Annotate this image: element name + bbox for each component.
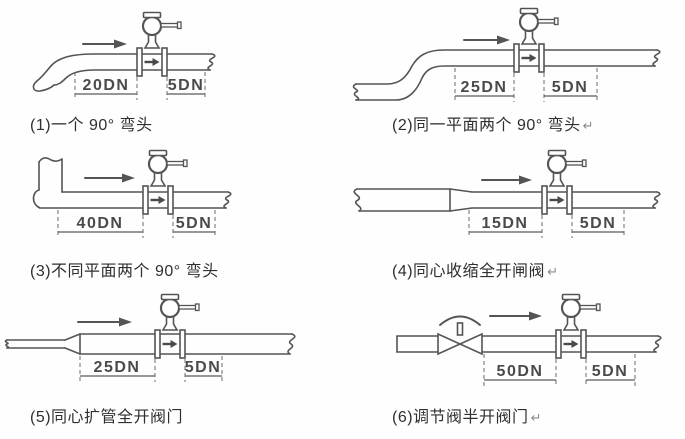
pipe-break-icon xyxy=(4,339,10,349)
return-mark: ↵ xyxy=(530,410,542,425)
dimension-lines: 50DN 5DN xyxy=(483,354,636,386)
pipe-break-icon xyxy=(223,191,232,209)
downstream-dim-label: 5DN xyxy=(185,359,222,376)
flow-direction-arrow-icon xyxy=(463,35,510,45)
panel-6-regulating-valve: 50DN 5DN (6)调节阀半开阀门↵ xyxy=(342,292,685,439)
vertical-elbow-icon xyxy=(32,157,63,209)
return-mark: ↵ xyxy=(547,264,559,279)
downstream-dim-label: 5DN xyxy=(176,215,213,232)
panel-3-two-elbows-different-plane: 40DN 5DN (3)不同平面两个 90° 弯头 xyxy=(0,146,342,292)
vortex-flowmeter-icon xyxy=(135,11,183,78)
panel-caption: (2)同一平面两个 90° 弯头↵ xyxy=(342,111,685,135)
pipe-break-icon xyxy=(287,333,296,355)
upstream-dim-label: 25DN xyxy=(461,79,508,96)
caption-text: (2)同一平面两个 90° 弯头 xyxy=(392,117,581,134)
upstream-dim-label: 25DN xyxy=(94,359,141,376)
pipe-break-icon xyxy=(207,53,216,71)
vortex-flowmeter-icon xyxy=(554,293,602,360)
panel-caption: (3)不同平面两个 90° 弯头 xyxy=(0,257,342,281)
return-mark: ↵ xyxy=(582,118,595,133)
pipe-break-icon xyxy=(352,83,360,101)
pipe-diagram-2: 25DN 5DN xyxy=(352,7,661,102)
pipe-diagram-3: 40DN 5DN xyxy=(32,149,232,238)
pipe-break-icon xyxy=(652,49,661,67)
vortex-flowmeter-icon xyxy=(512,7,560,74)
pipe-diagram-5: 25DN 5DN xyxy=(4,293,296,382)
panel-caption: (4)同心收缩全开闸阀↵ xyxy=(342,257,685,281)
dimension-lines: 25DN 5DN xyxy=(454,68,598,102)
panel-caption: (1)一个 90° 弯头 xyxy=(0,111,342,135)
downstream-dim-label: 5DN xyxy=(168,77,205,94)
vortex-flowmeter-icon xyxy=(153,293,201,360)
pipe-break-icon xyxy=(353,188,362,212)
pipe-diagram-1: 20DN 5DN xyxy=(32,11,216,100)
panel-caption: (5)同心扩管全开阀门 xyxy=(0,403,342,427)
panel-caption: (6)调节阀半开阀门↵ xyxy=(342,403,685,427)
pipe-break-icon xyxy=(652,191,661,209)
downstream-dim-label: 5DN xyxy=(580,215,617,232)
dimension-lines: 40DN 5DN xyxy=(57,210,216,238)
caption-text: (1)一个 90° 弯头 xyxy=(30,117,153,134)
downstream-dim-label: 5DN xyxy=(592,363,629,380)
vortex-flowmeter-icon xyxy=(141,149,189,216)
panel-5-concentric-expander: 25DN 5DN (5)同心扩管全开阀门 xyxy=(0,292,342,439)
flow-direction-arrow-icon xyxy=(489,311,542,321)
vortex-flowmeter-icon xyxy=(540,149,588,216)
elbow-90-icon xyxy=(32,53,213,92)
pipe-diagram-4: 15DN 5DN xyxy=(353,149,661,238)
flow-direction-arrow-icon xyxy=(84,173,135,183)
panel-2-two-elbows-same-plane: 25DN 5DN (2)同一平面两个 90° 弯头↵ xyxy=(342,0,685,146)
dimension-lines: 15DN 5DN xyxy=(468,210,625,238)
upstream-dim-label: 15DN xyxy=(482,215,529,232)
expander-icon xyxy=(4,333,81,355)
dimension-lines: 20DN 5DN xyxy=(74,72,206,100)
upstream-dim-label: 20DN xyxy=(83,77,130,94)
caption-text: (3)不同平面两个 90° 弯头 xyxy=(30,263,219,280)
upstream-dim-label: 50DN xyxy=(497,363,544,380)
flow-direction-arrow-icon xyxy=(77,317,132,327)
caption-text: (5)同心扩管全开阀门 xyxy=(30,409,184,426)
flow-direction-arrow-icon xyxy=(481,175,532,185)
control-valve-icon xyxy=(437,315,483,356)
reducer-icon xyxy=(353,188,473,212)
upstream-dim-label: 40DN xyxy=(77,215,124,232)
caption-text: (4)同心收缩全开闸阀 xyxy=(392,263,546,280)
panel-1-single-elbow: 20DN 5DN (1)一个 90° 弯头 xyxy=(0,0,342,146)
dimension-lines: 25DN 5DN xyxy=(79,356,223,382)
pipe-diagram-6: 50DN 5DN xyxy=(396,293,662,386)
flow-direction-arrow-icon xyxy=(82,39,127,49)
pipe-break-icon xyxy=(38,157,63,163)
s-bend-icon xyxy=(352,49,658,101)
panel-4-concentric-reducer: 15DN 5DN (4)同心收缩全开闸阀↵ xyxy=(342,146,685,292)
caption-text: (6)调节阀半开阀门 xyxy=(392,409,529,426)
downstream-dim-label: 5DN xyxy=(552,79,589,96)
pipe-break-icon xyxy=(653,335,662,353)
